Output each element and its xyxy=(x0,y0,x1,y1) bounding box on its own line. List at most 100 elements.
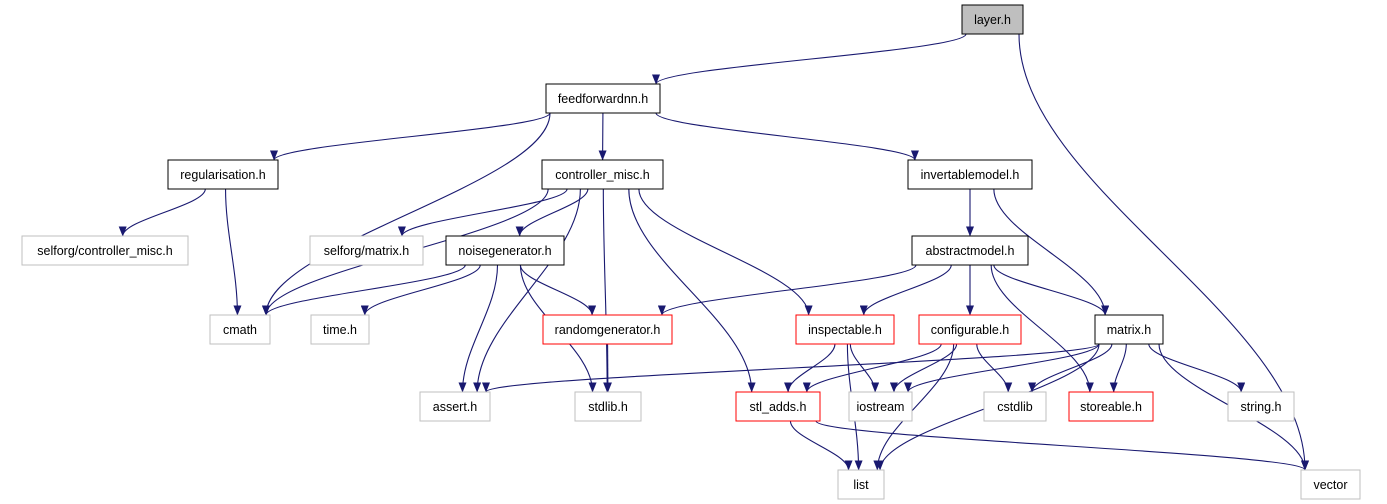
edge-configurable-h-to-stl-adds-h xyxy=(802,343,942,393)
node-box xyxy=(735,391,821,422)
node-box xyxy=(907,159,1033,190)
node-box xyxy=(21,235,189,266)
node-box xyxy=(795,314,895,345)
node-label: list xyxy=(853,478,869,492)
node-label: noisegenerator.h xyxy=(458,244,551,258)
edge-matrix-h-to-cstdlib xyxy=(1028,343,1113,393)
node-configurable-h[interactable]: configurable.h xyxy=(918,314,1022,345)
node-label: stdlib.h xyxy=(588,400,628,414)
node-list: list xyxy=(837,469,885,500)
edge-noisegenerator-h-to-time-h xyxy=(360,264,481,316)
edge-layer-h-to-feedforwardnn-h xyxy=(652,33,967,85)
edge-configurable-h-to-cstdlib xyxy=(976,343,1013,393)
edge-stl-adds-h-to-list xyxy=(789,420,853,471)
node-box xyxy=(310,314,370,345)
node-inspectable-h[interactable]: inspectable.h xyxy=(795,314,895,345)
node-label: cmath xyxy=(223,323,257,337)
node-randomgenerator-h[interactable]: randomgenerator.h xyxy=(542,314,673,345)
node-controller-misc-h[interactable]: controller_misc.h xyxy=(541,159,664,190)
node-box xyxy=(309,235,424,266)
node-matrix-h[interactable]: matrix.h xyxy=(1094,314,1164,345)
node-box xyxy=(848,391,913,422)
node-label: selforg/matrix.h xyxy=(324,244,409,258)
node-assert-h: assert.h xyxy=(419,391,491,422)
node-stdlib-h: stdlib.h xyxy=(574,391,642,422)
edge-inspectable-h-to-iostream xyxy=(849,343,880,393)
edge-controller-misc-h-to-noisegenerator-h xyxy=(515,188,589,237)
node-iostream: iostream xyxy=(848,391,913,422)
node-vector: vector xyxy=(1300,469,1361,500)
node-noisegenerator-h[interactable]: noisegenerator.h xyxy=(445,235,565,266)
node-stl-adds-h[interactable]: stl_adds.h xyxy=(735,391,821,422)
edge-controller-misc-h-to-selforg-matrix-h xyxy=(397,188,568,237)
node-selforg-matrix-h: selforg/matrix.h xyxy=(309,235,424,266)
node-box xyxy=(1094,314,1164,345)
edge-controller-misc-h-to-inspectable-h xyxy=(638,188,813,316)
edge-inspectable-h-to-stl-adds-h xyxy=(784,343,836,393)
node-box xyxy=(1068,391,1154,422)
node-box xyxy=(911,235,1029,266)
edge-noisegenerator-h-to-assert-h xyxy=(458,264,499,393)
edge-abstractmodel-h-to-randomgenerator-h xyxy=(658,264,917,316)
edges-layer xyxy=(118,33,1309,471)
node-box xyxy=(445,235,565,266)
node-label: iostream xyxy=(857,400,905,414)
node-layer-h[interactable]: layer.h xyxy=(961,4,1024,35)
edge-regularisation-h-to-cmath xyxy=(225,188,242,316)
edge-invertablemodel-h-to-matrix-h xyxy=(993,188,1110,316)
node-box xyxy=(545,83,661,114)
edge-abstractmodel-h-to-storeable-h xyxy=(990,264,1094,393)
edge-abstractmodel-h-to-inspectable-h xyxy=(859,264,952,316)
node-invertablemodel-h[interactable]: invertablemodel.h xyxy=(907,159,1033,190)
node-label: matrix.h xyxy=(1107,323,1152,337)
edge-configurable-h-to-iostream xyxy=(889,343,958,393)
edge-matrix-h-to-assert-h xyxy=(482,343,1100,393)
edge-regularisation-h-to-selforg-controller-misc-h xyxy=(118,188,206,237)
node-box xyxy=(542,314,673,345)
node-box xyxy=(209,314,271,345)
node-label: assert.h xyxy=(433,400,478,414)
node-label: configurable.h xyxy=(931,323,1010,337)
nodes-layer: layer.h feedforwardnn.h regularisation.h co… xyxy=(21,4,1361,500)
edge-feedforwardnn-h-to-regularisation-h xyxy=(270,112,551,161)
node-box xyxy=(419,391,491,422)
node-time-h: time.h xyxy=(310,314,370,345)
node-label: controller_misc.h xyxy=(555,168,650,182)
node-regularisation-h[interactable]: regularisation.h xyxy=(167,159,279,190)
node-cstdlib: cstdlib xyxy=(983,391,1047,422)
edge-noisegenerator-h-to-randomgenerator-h xyxy=(519,264,597,316)
edge-matrix-h-to-string-h xyxy=(1148,343,1246,393)
node-feedforwardnn-h[interactable]: feedforwardnn.h xyxy=(545,83,661,114)
node-label: time.h xyxy=(323,323,357,337)
node-label: randomgenerator.h xyxy=(555,323,661,337)
node-abstractmodel-h[interactable]: abstractmodel.h xyxy=(911,235,1029,266)
node-box xyxy=(541,159,664,190)
edge-abstractmodel-h-to-matrix-h xyxy=(993,264,1110,316)
node-label: storeable.h xyxy=(1080,400,1142,414)
node-label: abstractmodel.h xyxy=(926,244,1015,258)
edge-controller-misc-h-to-stdlib-h xyxy=(602,188,612,393)
node-selforg-controller-misc-h: selforg/controller_misc.h xyxy=(21,235,189,266)
node-label: selforg/controller_misc.h xyxy=(37,244,173,258)
node-box xyxy=(961,4,1024,35)
node-label: stl_adds.h xyxy=(750,400,807,414)
edge-controller-misc-h-to-assert-h xyxy=(473,188,581,393)
node-box xyxy=(1227,391,1295,422)
node-label: regularisation.h xyxy=(180,168,266,182)
node-box xyxy=(574,391,642,422)
edge-matrix-h-to-storeable-h xyxy=(1109,343,1127,393)
node-label: vector xyxy=(1313,478,1347,492)
edge-feedforwardnn-h-to-cmath xyxy=(262,112,551,316)
node-box xyxy=(1300,469,1361,500)
node-label: layer.h xyxy=(974,13,1011,27)
node-box xyxy=(167,159,279,190)
node-box xyxy=(837,469,885,500)
edge-stl-adds-h-to-vector xyxy=(815,420,1309,471)
node-storeable-h[interactable]: storeable.h xyxy=(1068,391,1154,422)
node-label: string.h xyxy=(1241,400,1282,414)
node-box xyxy=(983,391,1047,422)
node-string-h: string.h xyxy=(1227,391,1295,422)
node-box xyxy=(918,314,1022,345)
node-label: feedforwardnn.h xyxy=(558,92,648,106)
